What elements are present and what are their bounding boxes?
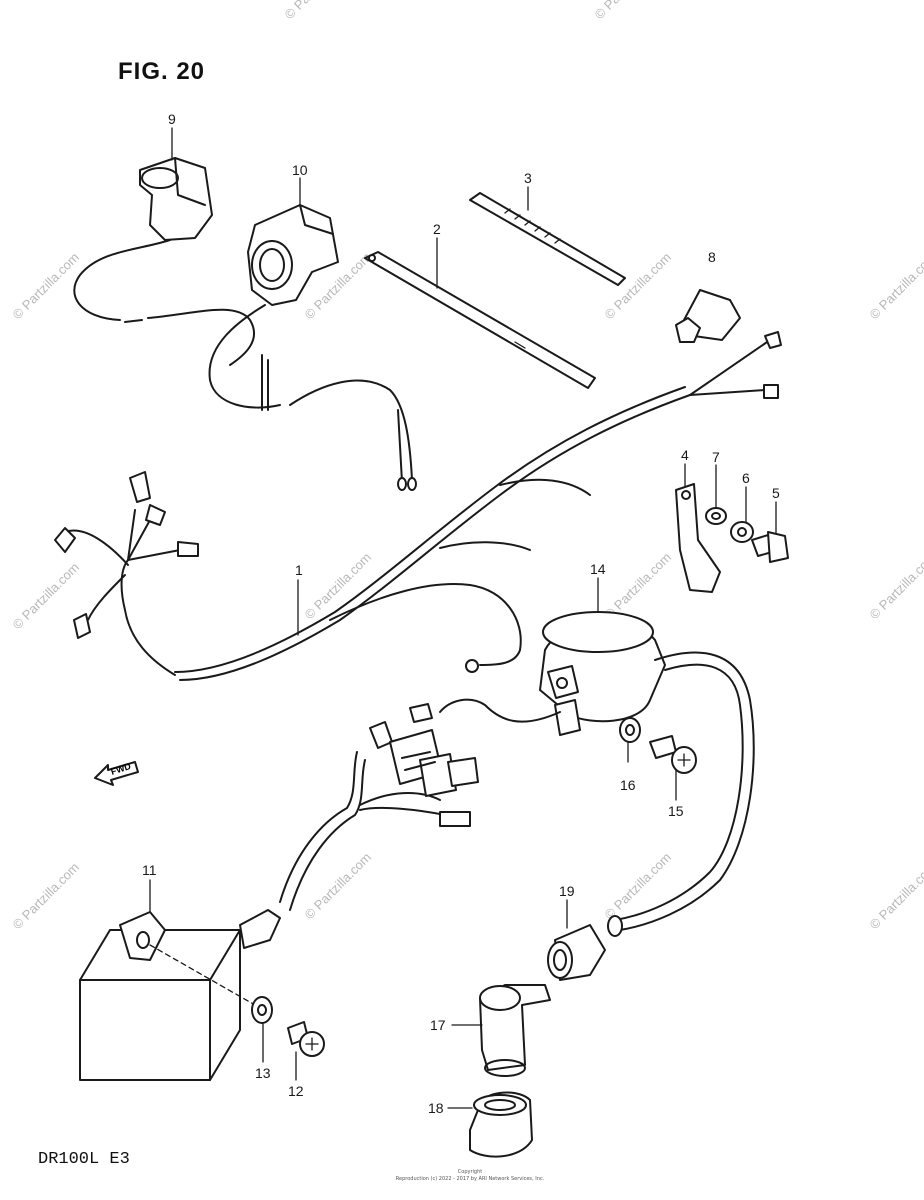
callout-7: 7 xyxy=(712,449,720,465)
callout-9: 9 xyxy=(168,111,176,127)
callout-3: 3 xyxy=(524,170,532,186)
watermark: © Partzilla.com xyxy=(602,250,675,323)
part-16-washer xyxy=(619,717,641,743)
part-2-strap xyxy=(364,251,596,389)
watermark: © Partzilla.com xyxy=(867,250,924,323)
callout-numbers: 1 2 3 4 5 6 7 8 9 10 11 12 13 14 15 16 1… xyxy=(142,111,780,1116)
part-1-wiring-harness xyxy=(54,331,782,681)
callout-4: 4 xyxy=(681,447,689,463)
watermark: © Partzilla.com xyxy=(867,550,924,623)
watermark: © Partzilla.com xyxy=(282,0,355,22)
part-18-boot xyxy=(469,1091,533,1158)
watermark: © Partzilla.com xyxy=(10,250,83,323)
watermark: © Partzilla.com xyxy=(602,550,675,623)
callout-15: 15 xyxy=(668,803,684,819)
part-15-screw xyxy=(649,735,697,774)
part-5-bolt xyxy=(751,531,789,563)
watermark: © Partzilla.com xyxy=(602,850,675,923)
callout-19: 19 xyxy=(559,883,575,899)
callout-1: 1 xyxy=(295,562,303,578)
part-11-cdi-unit xyxy=(79,911,256,1081)
callout-10: 10 xyxy=(292,162,308,178)
copyright-line-2: Reproduction (c) 2022 - 2017 by ARI Netw… xyxy=(395,1176,545,1182)
watermark: © Partzilla.com xyxy=(592,0,665,22)
cdi-harness xyxy=(239,721,479,949)
watermark-layer: © Partzilla.com © Partzilla.com © Partzi… xyxy=(10,0,924,932)
copyright-line-1: Copyright xyxy=(457,1169,483,1175)
part-19-seal xyxy=(547,924,606,981)
watermark: © Partzilla.com xyxy=(10,860,83,933)
part-17-plug-cap xyxy=(479,984,551,1077)
callout-leaders xyxy=(149,127,777,1109)
part-6-washer xyxy=(730,521,754,543)
figure-title: FIG. 20 xyxy=(118,58,206,85)
part-9-switch-left xyxy=(73,157,256,366)
callout-2: 2 xyxy=(433,221,441,237)
part-14-ignition-coil xyxy=(409,611,755,937)
part-4-bracket xyxy=(675,483,721,593)
callout-5: 5 xyxy=(772,485,780,501)
callout-16: 16 xyxy=(620,777,636,793)
callout-6: 6 xyxy=(742,470,750,486)
part-8-cap xyxy=(675,289,741,343)
callout-18: 18 xyxy=(428,1100,444,1116)
part-3-cable-tie xyxy=(469,192,626,286)
part-12-screw xyxy=(287,1021,325,1057)
callout-13: 13 xyxy=(255,1065,271,1081)
part-7-washer xyxy=(705,507,727,525)
part-13-washer xyxy=(251,996,273,1024)
part-10-switch-right xyxy=(208,204,417,491)
callout-17: 17 xyxy=(430,1017,446,1033)
watermark: © Partzilla.com xyxy=(10,560,83,633)
forward-arrow-icon: FWD xyxy=(94,761,139,786)
callout-14: 14 xyxy=(590,561,606,577)
watermark: © Partzilla.com xyxy=(867,860,924,933)
callout-11: 11 xyxy=(142,862,157,878)
callout-12: 12 xyxy=(288,1083,304,1099)
callout-8: 8 xyxy=(708,249,716,265)
model-code: DR100L E3 xyxy=(38,1150,130,1169)
